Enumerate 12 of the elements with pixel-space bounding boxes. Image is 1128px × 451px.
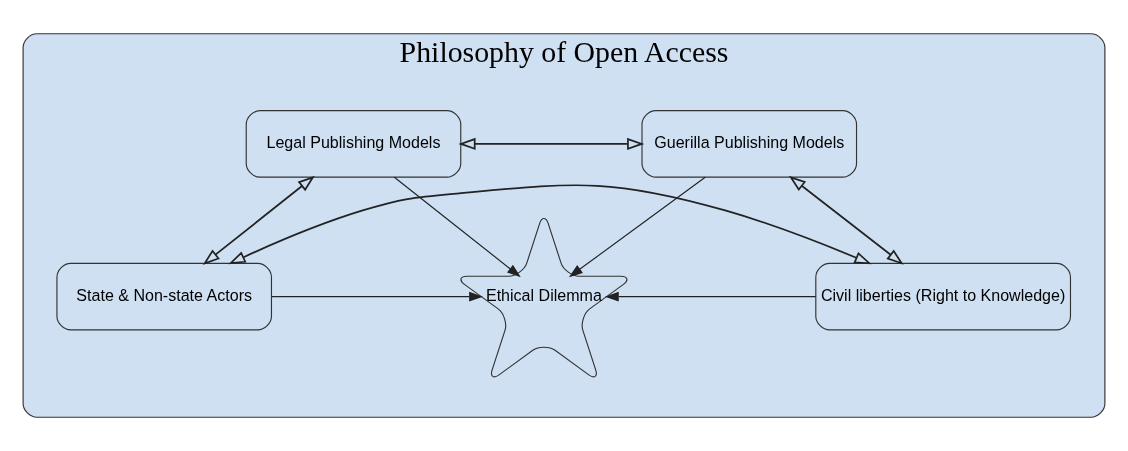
arrow: [202, 175, 315, 265]
arrow: [393, 176, 521, 278]
arrow: [604, 291, 817, 302]
arrow: [271, 291, 483, 302]
arrow: [458, 137, 645, 150]
arrow: [568, 176, 706, 278]
arrow: [228, 184, 872, 265]
node-box: Guerilla Publishing Models: [641, 110, 858, 178]
node-box: Civil liberties (Right to Knowledge): [815, 262, 1072, 331]
arrow: [788, 175, 904, 265]
node-box: Legal Publishing Models: [245, 110, 462, 178]
node-box: State & Non-state Actors: [56, 262, 273, 331]
